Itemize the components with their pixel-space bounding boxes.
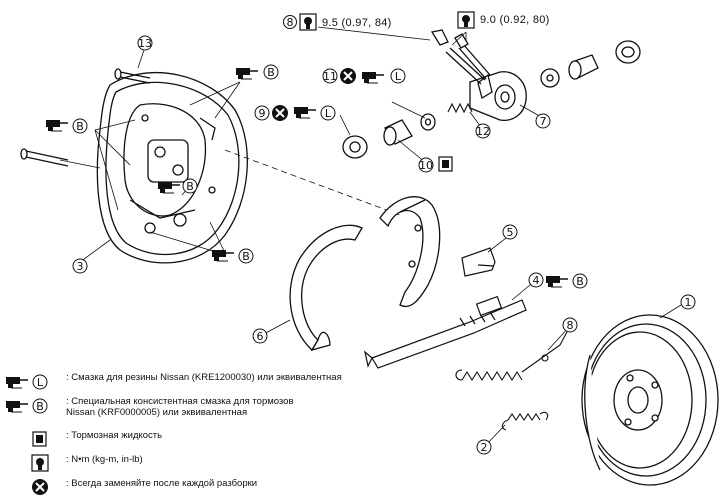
return-spring-upper — [455, 329, 569, 382]
replace-part-icon — [340, 68, 356, 84]
adjuster-assembly — [364, 295, 527, 369]
replace-part-icon — [4, 478, 66, 500]
rubber-grease-mark: L — [293, 105, 336, 121]
callout-2: 2 — [476, 439, 492, 455]
legend-text-brake-grease: : Специальная консистентная смазка для т… — [66, 396, 294, 418]
torque-value-1: 9.5 (0.97, 84) — [322, 17, 392, 29]
svg-text:13: 13 — [138, 37, 152, 50]
brake-shoe-leading — [289, 224, 363, 352]
callout-10: 10 — [418, 157, 434, 173]
callout-11: 11 — [322, 68, 338, 84]
svg-text:2: 2 — [481, 441, 488, 454]
callout-13: 13 — [137, 35, 153, 51]
callout-12: 12 — [475, 123, 491, 139]
callout-8: 8 — [562, 317, 578, 333]
cylinder-spring — [447, 102, 473, 114]
svg-text:9: 9 — [259, 107, 266, 120]
svg-text:B: B — [36, 400, 44, 413]
legend-row-rubber-grease: L : Смазка для резины Nissan (KRE1200030… — [4, 372, 342, 394]
leader-lines-plate — [59, 46, 241, 263]
torque-wrench-icon — [299, 13, 317, 31]
wheel-cylinder — [430, 29, 527, 121]
brake-drum — [581, 314, 719, 486]
callout-6: 6 — [252, 328, 268, 344]
rubber-grease-mark: L — [361, 68, 406, 84]
svg-text:L: L — [37, 376, 44, 389]
hold-down-pin — [461, 247, 496, 277]
svg-text:B: B — [267, 66, 275, 79]
cylinder-piston-right — [568, 54, 599, 80]
svg-text:B: B — [186, 180, 194, 193]
svg-text:1: 1 — [685, 296, 692, 309]
brake-shoe-trailing — [379, 196, 441, 308]
rubber-grease-icon: L — [4, 372, 66, 394]
callout-3: 3 — [72, 258, 88, 274]
plate-bolt-top — [114, 68, 151, 84]
torque-spec-2: 9.0 (0.92, 80) — [457, 11, 550, 29]
brake-fluid-mark — [438, 156, 453, 172]
svg-text:3: 3 — [77, 260, 84, 273]
legend-row-replace: : Всегда заменяйте после каждой разборки — [4, 478, 257, 500]
svg-text:4: 4 — [533, 274, 540, 287]
backing-plate — [96, 72, 248, 264]
cylinder-cup-left — [420, 113, 436, 131]
legend-row-torque: : N•m (kg-m, in-lb) — [4, 454, 143, 476]
cylinder-boot-left — [342, 135, 368, 159]
callout-9: 9 — [254, 105, 270, 121]
svg-text:8: 8 — [567, 319, 574, 332]
torque-ref-8: 8 — [287, 16, 294, 29]
svg-text:7: 7 — [540, 115, 547, 128]
return-spring-lower — [501, 411, 549, 431]
callout-7: 7 — [535, 113, 551, 129]
replace-part-icon — [272, 105, 288, 121]
torque-spec-1: 8 9.5 (0.97, 84) — [283, 13, 392, 31]
legend-row-brake-grease: B : Специальная консистентная смазка для… — [4, 396, 294, 418]
brake-grease-mark: B — [45, 118, 88, 134]
cylinder-boot-right — [615, 40, 641, 64]
brake-grease-mark: B — [235, 64, 279, 80]
legend-text-rubber-grease: : Смазка для резины Nissan (KRE1200030) … — [66, 372, 342, 383]
cylinder-cup-right — [540, 68, 560, 88]
cylinder-piston-left — [383, 119, 413, 146]
legend-row-brake-fluid: : Тормозная жидкость — [4, 430, 162, 452]
plate-bolt-left — [20, 148, 69, 167]
legend-text-replace: : Всегда заменяйте после каждой разборки — [66, 478, 258, 489]
callout-1: 1 — [680, 294, 696, 310]
torque-value-2: 9.0 (0.92, 80) — [480, 14, 550, 26]
svg-text:B: B — [76, 120, 84, 133]
brake-grease-mark: B — [211, 248, 254, 264]
brake-grease-mark: B — [545, 273, 588, 289]
svg-text:11: 11 — [323, 70, 337, 83]
svg-text:6: 6 — [257, 330, 264, 343]
torque-wrench-icon — [457, 11, 475, 29]
brake-grease-icon: B — [4, 396, 66, 418]
legend-text-torque: : N•m (kg-m, in-lb) — [66, 454, 143, 465]
svg-text:B: B — [576, 275, 584, 288]
callout-5: 5 — [502, 224, 518, 240]
brake-grease-mark: B — [157, 178, 198, 194]
callout-4: 4 — [528, 272, 544, 288]
svg-text:12: 12 — [476, 125, 490, 138]
brake-fluid-icon — [4, 430, 66, 452]
svg-text:10: 10 — [419, 159, 433, 172]
svg-text:L: L — [325, 107, 332, 120]
svg-text:L: L — [395, 70, 402, 83]
legend-text-brake-fluid: : Тормозная жидкость — [66, 430, 163, 441]
svg-text:B: B — [242, 250, 250, 263]
svg-text:5: 5 — [507, 226, 514, 239]
axis-line — [224, 149, 401, 216]
torque-wrench-icon — [4, 454, 66, 476]
